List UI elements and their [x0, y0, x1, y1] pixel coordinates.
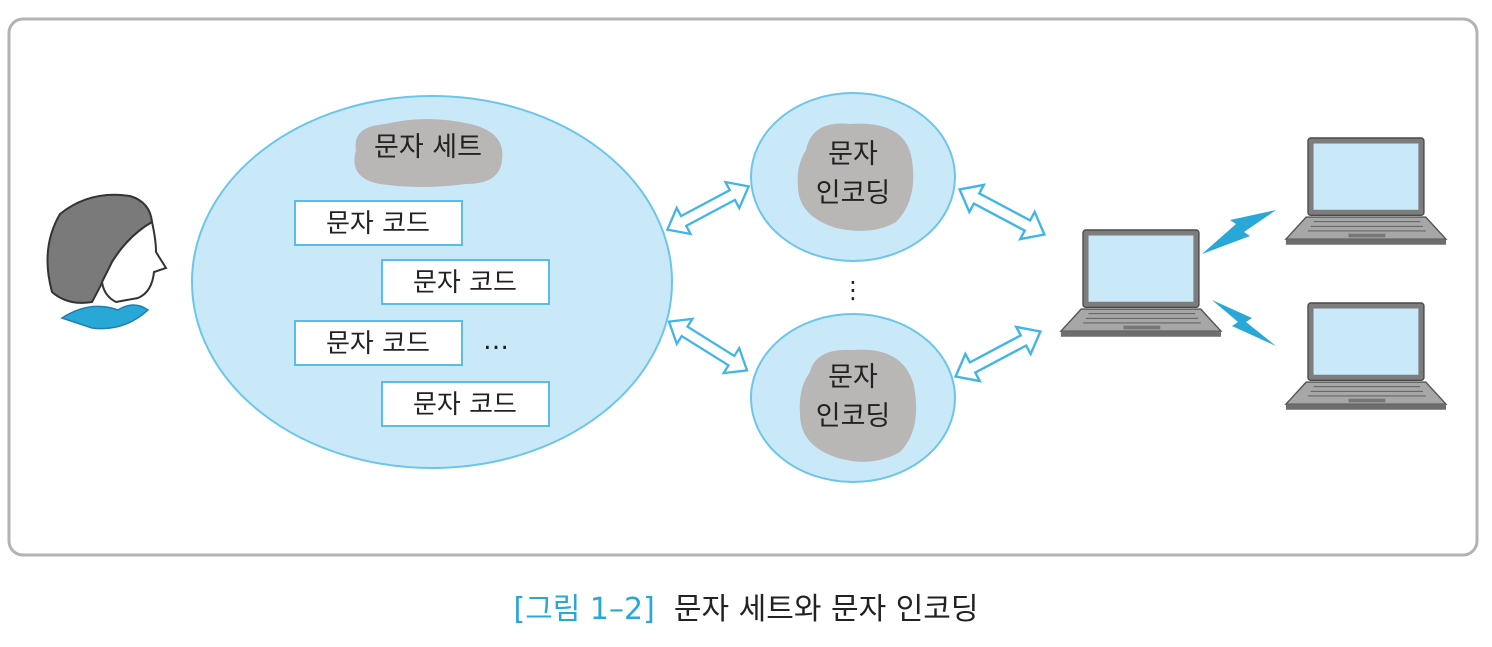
- code-label: 문자 코드: [326, 329, 430, 359]
- encoding-bottom-line1: 문자: [828, 362, 878, 393]
- figure-number: [그림 1–2]: [513, 592, 655, 627]
- laptop-icon-top-right: [1285, 137, 1447, 246]
- encoding-top-line1: 문자: [828, 139, 878, 170]
- code-box-2: 문자 코드: [381, 259, 550, 305]
- charset-blob: [354, 119, 503, 187]
- diagram: 문자 세트 문자 코드 문자 코드 문자 코드 … 문자 코드 문자 인코딩 ⋮…: [7, 17, 1479, 557]
- code-label: 문자 코드: [413, 268, 517, 298]
- code-label: 문자 코드: [326, 209, 430, 239]
- encoding-blob-top: [797, 123, 914, 231]
- code-box-1: 문자 코드: [294, 200, 463, 246]
- encoding-top-line2: 인코딩: [816, 178, 891, 209]
- vertical-ellipsis: ⋮: [841, 276, 865, 304]
- encoding-blob-bottom: [799, 349, 917, 462]
- code-label: 문자 코드: [413, 390, 517, 420]
- laptop-icon-bottom-right: [1285, 302, 1447, 411]
- lightning-icon-bottom: [1212, 300, 1276, 346]
- code-box-4: 문자 코드: [381, 381, 550, 427]
- figure-title: 문자 세트와 문자 인코딩: [673, 592, 979, 627]
- laptop-icon-center: [1060, 229, 1222, 338]
- lightning-icon-top: [1202, 210, 1276, 254]
- person-icon: [46, 193, 168, 330]
- code-box-3: 문자 코드: [294, 320, 463, 366]
- more-ellipsis: …: [483, 326, 509, 356]
- encoding-bottom-line2: 인코딩: [816, 401, 891, 432]
- figure-caption: [그림 1–2] 문자 세트와 문자 인코딩: [0, 584, 1492, 628]
- charset-title: 문자 세트: [374, 132, 482, 163]
